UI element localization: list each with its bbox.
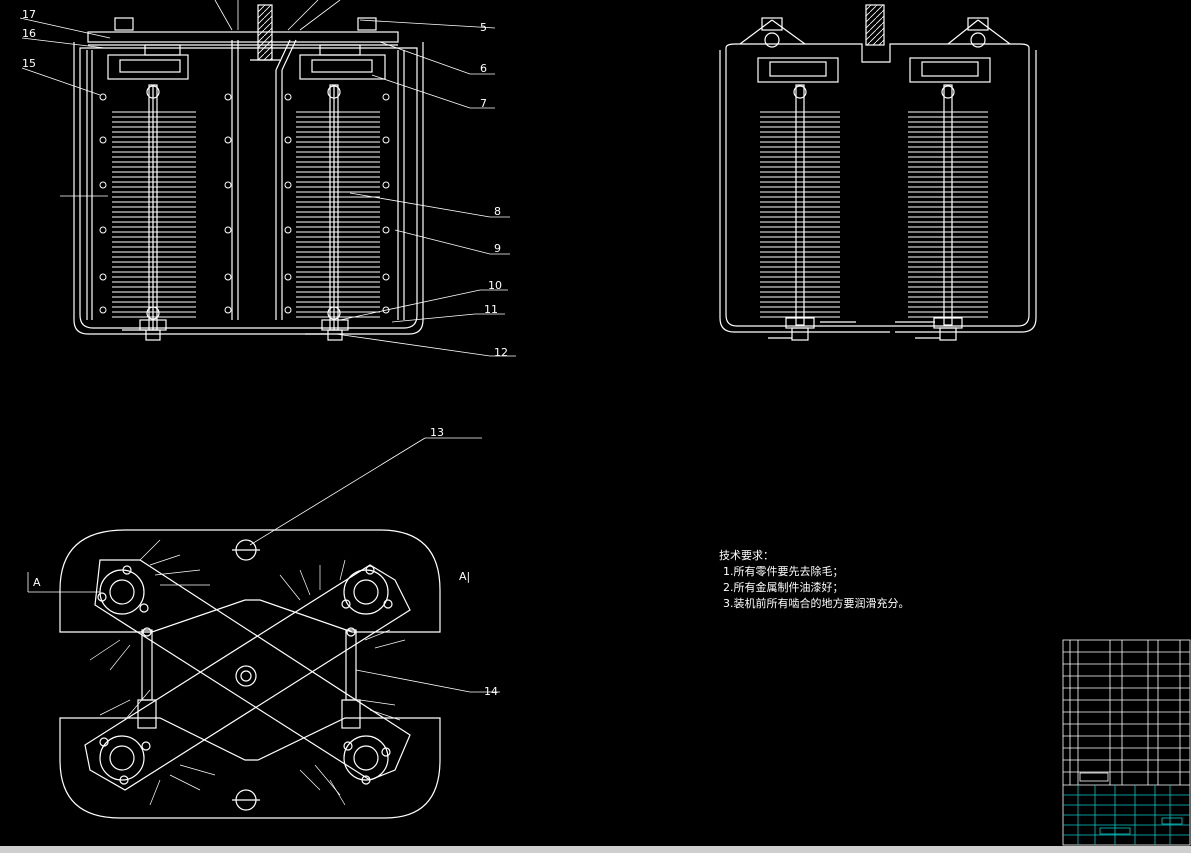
callout-16: 16 xyxy=(22,27,36,40)
title-block-cyan xyxy=(1063,785,1190,845)
leader-lines-plan xyxy=(27,437,500,693)
callout-5: 5 xyxy=(480,21,487,34)
technical-requirements: 技术要求： 1.所有零件要先去除毛； 2.所有金属制件油漆好； 3.装机前所有啮… xyxy=(719,548,910,612)
callout-11: 11 xyxy=(484,303,498,316)
requirement-3: 3.装机前所有啮合的地方要润滑充分。 xyxy=(723,597,910,610)
requirement-1: 1.所有零件要先去除毛； xyxy=(723,565,844,578)
callout-7: 7 xyxy=(480,97,487,110)
side-brush-fins-right xyxy=(908,110,988,318)
callout-13: 13 xyxy=(430,426,444,439)
callout-10: 10 xyxy=(488,279,502,292)
nozzles-front xyxy=(99,93,390,314)
side-brush-fins-left xyxy=(760,110,840,318)
callout-17: 17 xyxy=(22,8,36,21)
callout-12: 12 xyxy=(494,346,508,359)
callout-15: 15 xyxy=(22,57,36,70)
brush-fins-left xyxy=(112,108,196,318)
plan-view xyxy=(59,529,441,819)
section-mark-left: A xyxy=(33,576,41,589)
bristle-strokes xyxy=(89,539,406,806)
section-mark-right: A| xyxy=(459,570,471,583)
requirement-2: 2.所有金属制件油漆好； xyxy=(723,581,844,594)
title-block xyxy=(1062,639,1191,846)
brush-fins-right xyxy=(296,108,380,318)
callout-6: 6 xyxy=(480,62,487,75)
callout-8: 8 xyxy=(494,205,501,218)
leader-lines-front xyxy=(19,0,516,357)
callout-14: 14 xyxy=(484,685,498,698)
viewport-bottom-bar xyxy=(0,846,1191,853)
callout-9: 9 xyxy=(494,242,501,255)
requirements-title: 技术要求： xyxy=(719,549,774,562)
